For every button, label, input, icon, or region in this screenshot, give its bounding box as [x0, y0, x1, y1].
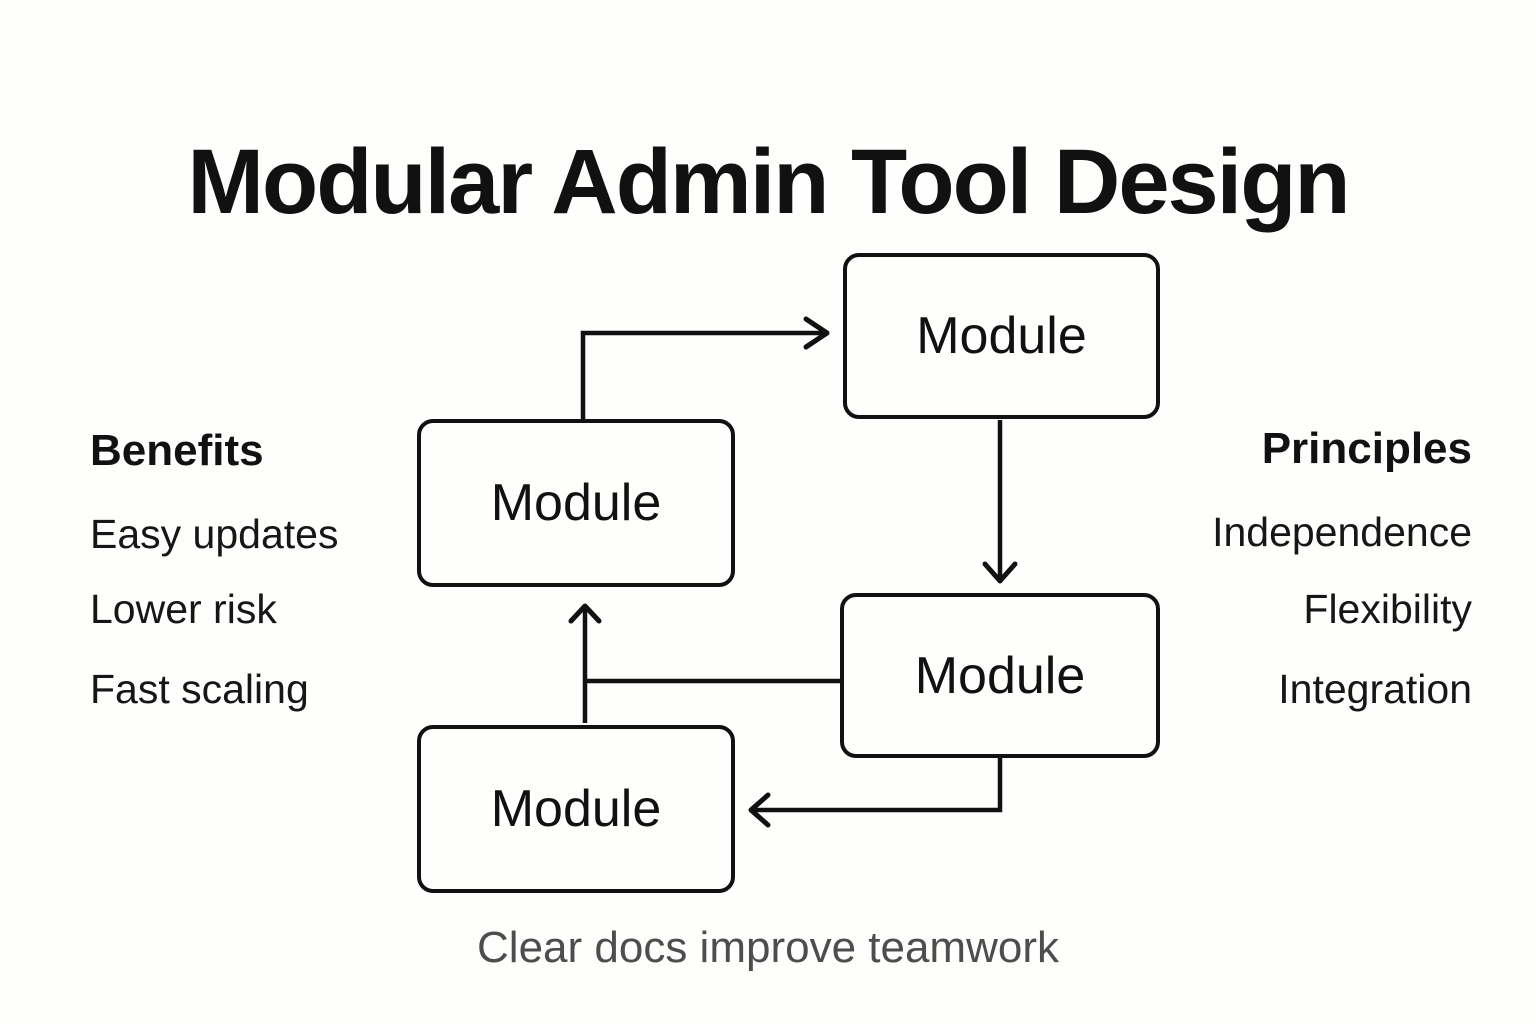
- benefit-item: Easy updates: [90, 511, 339, 557]
- module-label: Module: [914, 646, 1086, 705]
- principle-item: Integration: [1278, 666, 1472, 712]
- arrow-top-to-rightmid: [982, 420, 1018, 584]
- arrow-rightmid-and-bottom-to-leftmid: [568, 603, 840, 723]
- page-title: Modular Admin Tool Design: [187, 130, 1350, 233]
- module-box-bottom: Module: [417, 725, 735, 893]
- benefit-item: Fast scaling: [90, 666, 309, 712]
- module-box-left-mid: Module: [417, 419, 735, 587]
- principle-item: Flexibility: [1303, 586, 1472, 632]
- module-box-top: Module: [843, 253, 1160, 419]
- caption: Clear docs improve teamwork: [477, 923, 1059, 972]
- arrow-leftmid-to-top: [580, 316, 830, 419]
- module-label: Module: [490, 474, 662, 532]
- arrow-rightmid-to-bottom: [748, 758, 1003, 828]
- principle-item: Independence: [1212, 509, 1472, 555]
- module-box-right-mid: Module: [840, 593, 1160, 758]
- benefit-item: Lower risk: [90, 586, 277, 632]
- principles-heading: Principles: [1261, 424, 1472, 473]
- module-label: Module: [916, 307, 1087, 365]
- module-label: Module: [490, 780, 662, 838]
- benefits-heading: Benefits: [90, 426, 264, 475]
